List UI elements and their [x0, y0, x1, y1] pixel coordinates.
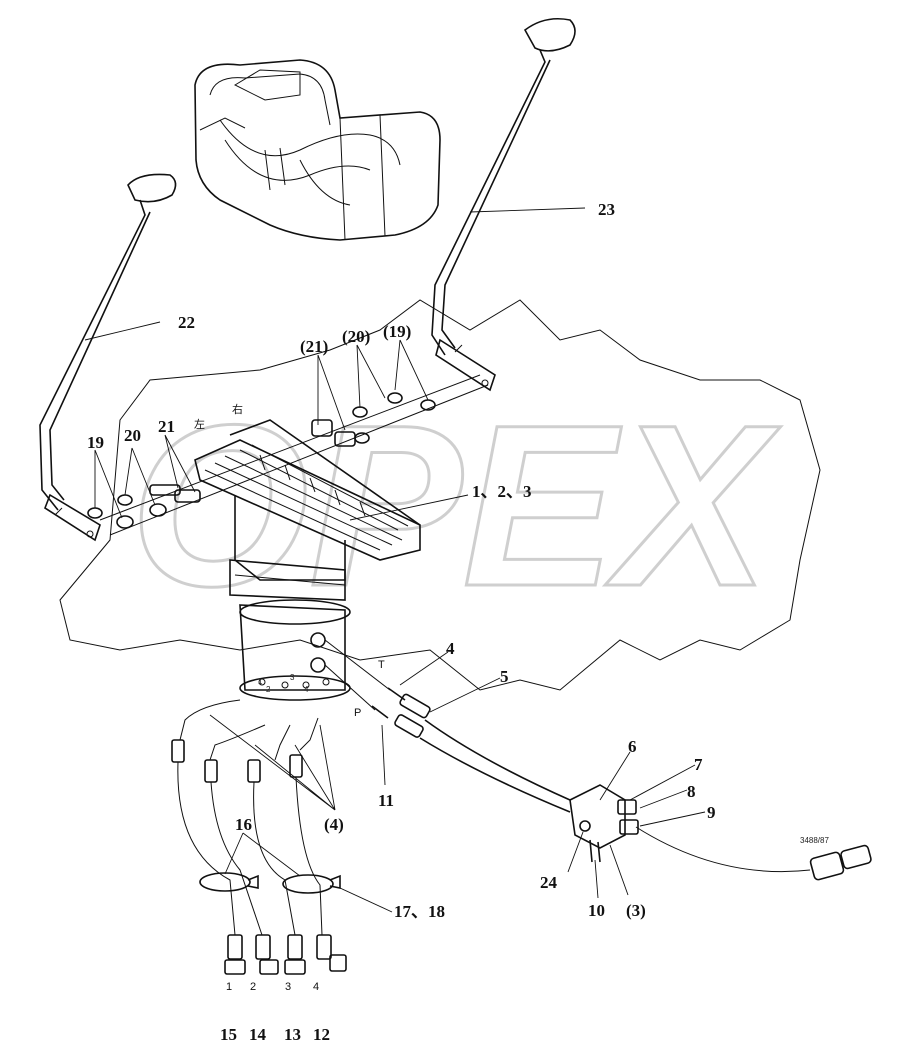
callout-15: 15	[220, 1025, 237, 1044]
callout-19: 19	[87, 433, 104, 452]
callout-21-paren: (21)	[300, 337, 328, 356]
left-pedal-mark: 左	[194, 418, 205, 431]
leader-lines	[84, 207, 706, 913]
left-lever-part-22	[39, 173, 177, 542]
valve-port-4-label: 4	[304, 685, 309, 694]
watermark-text: OPEX	[130, 377, 781, 634]
callout-1-2-3: 1、2、3	[472, 482, 532, 501]
hose-end-fittings	[224, 934, 347, 975]
callout-4-paren: (4)	[324, 815, 344, 834]
hose-end-4-label: 4	[313, 981, 319, 993]
watermark-gear-outline	[59, 299, 821, 691]
callout-14: 14	[249, 1025, 267, 1044]
callout-6: 6	[628, 737, 637, 756]
right-pedal-mark: 右	[232, 402, 243, 416]
callout-19-paren: (19)	[383, 322, 411, 341]
hose-clamps-part-16	[199, 872, 341, 894]
hose-end-3-label: 3	[285, 981, 291, 993]
watermark: OPEX	[59, 299, 821, 691]
callout-17-18: 17、18	[394, 902, 445, 921]
callout-8: 8	[687, 782, 696, 801]
port-p-label: P	[354, 707, 361, 719]
callout-21: 21	[158, 417, 175, 436]
callout-5: 5	[500, 667, 509, 686]
callout-9: 9	[707, 803, 716, 822]
callout-22: 22	[178, 313, 195, 332]
port-t-label: T	[378, 659, 385, 671]
callout-24: 24	[540, 873, 558, 892]
hose-end-1-label: 1	[226, 981, 232, 993]
callout-16: 16	[235, 815, 252, 834]
callout-13: 13	[284, 1025, 301, 1044]
callout-10: 10	[588, 901, 605, 920]
callout-12: 12	[313, 1025, 330, 1044]
connector-note: 3488/87	[800, 836, 829, 845]
callout-20: 20	[124, 426, 141, 445]
linkage-hardware	[87, 374, 489, 536]
hoses	[171, 639, 571, 936]
callout-3-paren: (3)	[626, 901, 646, 920]
valve-port-1-label: 1	[258, 677, 263, 686]
callout-20-paren: (20)	[342, 327, 370, 346]
valve-port-3-label: 3	[290, 673, 295, 682]
callout-11: 11	[378, 791, 394, 810]
callout-4-top: 4	[446, 639, 455, 658]
callout-23: 23	[598, 200, 615, 219]
cab-seat-illustration	[194, 59, 441, 241]
callout-7: 7	[694, 755, 703, 774]
pressure-switch-block	[569, 784, 872, 881]
right-lever-part-23	[431, 17, 576, 392]
hose-end-2-label: 2	[250, 981, 256, 993]
valve-port-2-label: 2	[266, 685, 271, 694]
